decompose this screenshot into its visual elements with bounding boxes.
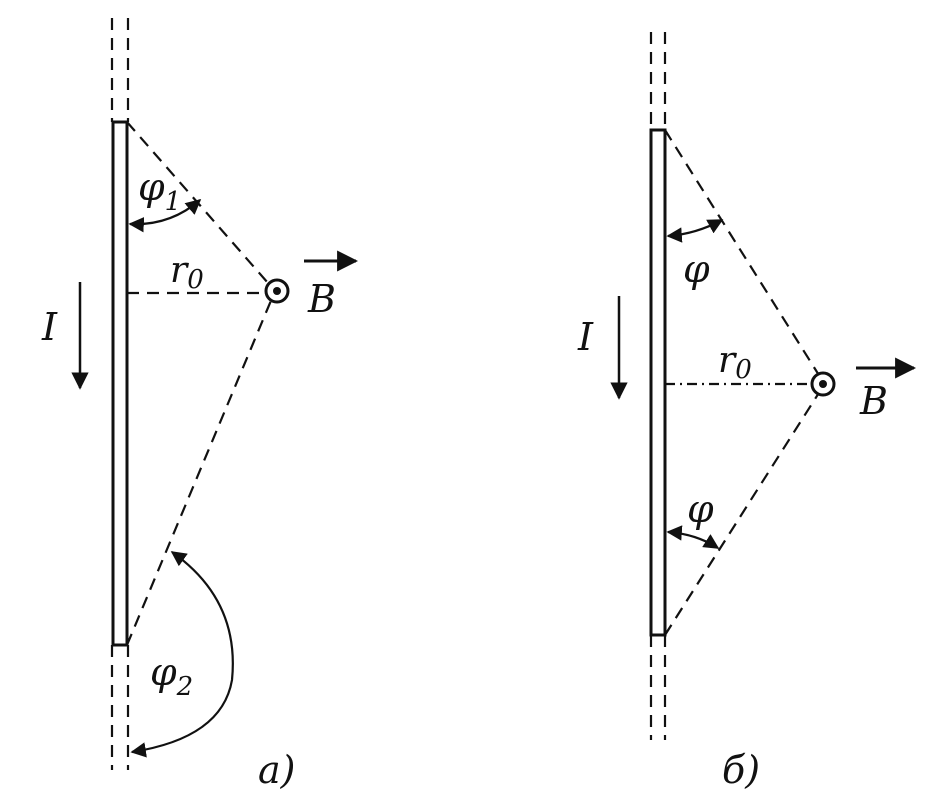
phi2-label: φ2 xyxy=(150,650,193,702)
conductor-a xyxy=(111,120,129,647)
line-b-top xyxy=(664,129,823,381)
arc-phi2 xyxy=(130,551,234,758)
line-a-top xyxy=(126,121,276,292)
arc-phi-top xyxy=(666,219,724,243)
current-label-b: I xyxy=(577,315,594,359)
caption-a: а) xyxy=(258,748,295,792)
current-label-a: I xyxy=(41,305,58,349)
caption-b: б) xyxy=(722,748,760,792)
line-a-bottom xyxy=(125,290,277,646)
conductor-b xyxy=(649,128,667,637)
field-point-b xyxy=(810,371,836,397)
diagram-a: I B r0 φ1 φ2 а) xyxy=(41,18,359,792)
phi-top-label-b: φ xyxy=(683,247,710,291)
phi1-label: φ1 xyxy=(138,165,181,217)
arc-phi1 xyxy=(128,198,202,233)
diagram-b: I B r0 φ φ б) xyxy=(577,32,917,792)
line-b-bottom xyxy=(664,387,823,636)
conductor-a-extension xyxy=(110,18,130,770)
r0-label-a: r0 xyxy=(170,250,204,295)
phi-bottom-label-b: φ xyxy=(687,487,714,531)
conductor-b-extension xyxy=(649,32,667,740)
r0-label-b: r0 xyxy=(718,340,752,385)
b-label-a: B xyxy=(307,277,336,321)
arc-phi-bottom xyxy=(666,525,720,549)
field-point-a xyxy=(264,278,290,304)
b-label-b: B xyxy=(859,379,888,423)
